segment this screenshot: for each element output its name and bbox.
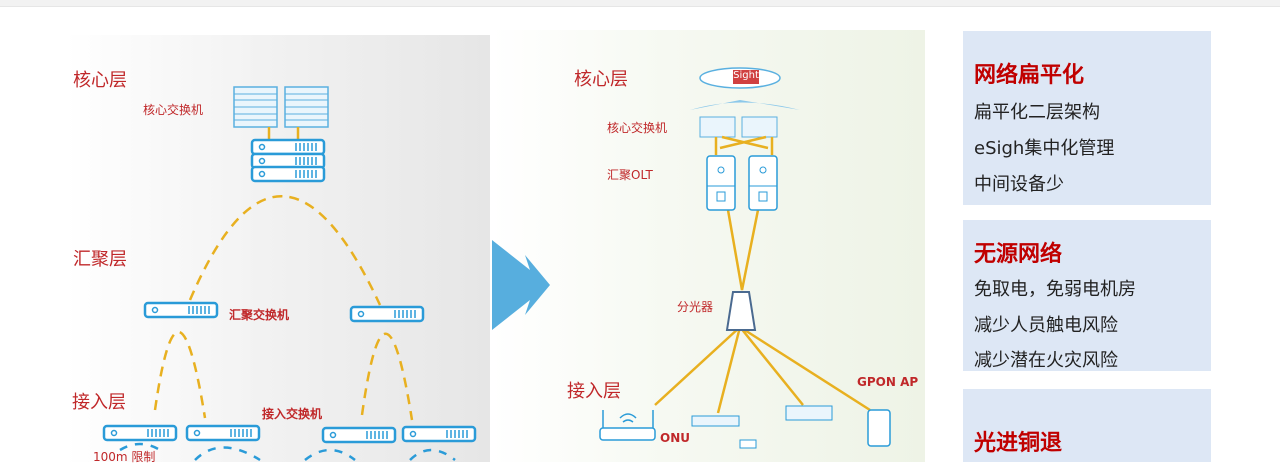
feature-item: 中间设备少 [974,174,1064,195]
left-access-layer-label: 接入层 [72,392,126,413]
left-core-switch-label: 核心交换机 [143,103,204,117]
pon-core-switches [699,116,778,138]
right-access-layer-label: 接入层 [567,381,621,402]
feature-title: 光进铜退 [974,431,1063,456]
access-devices [599,405,891,449]
left-access-switch-label: 接入交换机 [262,407,323,421]
feature-item: 减少潜在火灾风险 [974,350,1118,371]
left-agg-switch-label: 汇聚交换机 [229,308,290,322]
splitter-icon [725,291,757,331]
distance-limit-label: 100m 限制 [93,450,156,464]
feature-item: 减少人员触电风险 [974,315,1118,336]
right-core-switch-label: 核心交换机 [607,121,668,135]
agg-olt-label: 汇聚OLT [607,168,653,182]
left-core-layer-label: 核心层 [73,70,127,91]
feature-title: 无源网络 [974,242,1063,267]
feature-item: 免取电，免弱电机房 [974,279,1136,300]
feature-item: 扁平化二层架构 [974,102,1100,123]
esight-label: eSight [727,70,759,81]
top-bar [0,0,1280,7]
feature-item: eSigh集中化管理 [974,138,1115,159]
left-agg-layer-label: 汇聚层 [73,249,127,270]
feature-box-passive: 无源网络 免取电，免弱电机房 减少人员触电风险 减少潜在火灾风险 [963,220,1211,371]
core-switch-stack [250,138,326,183]
pon-network-panel [492,30,925,462]
feature-title: 网络扁平化 [974,63,1085,88]
transition-arrow-icon [492,240,550,330]
esight-cloud-icon [699,67,781,89]
splitter-label: 分光器 [677,300,714,314]
core-switch-racks [233,86,329,128]
gpon-ap-label: GPON AP [857,375,919,389]
olt-devices [706,155,778,211]
feature-box-flattening: 网络扁平化 扁平化二层架构 eSigh集中化管理 中间设备少 [963,31,1211,205]
access-switches [102,424,477,444]
right-core-layer-label: 核心层 [574,69,628,90]
dashed-links [153,195,414,421]
onu-label: ONU [660,431,690,445]
feature-box-fiber: 光进铜退 [963,389,1211,462]
